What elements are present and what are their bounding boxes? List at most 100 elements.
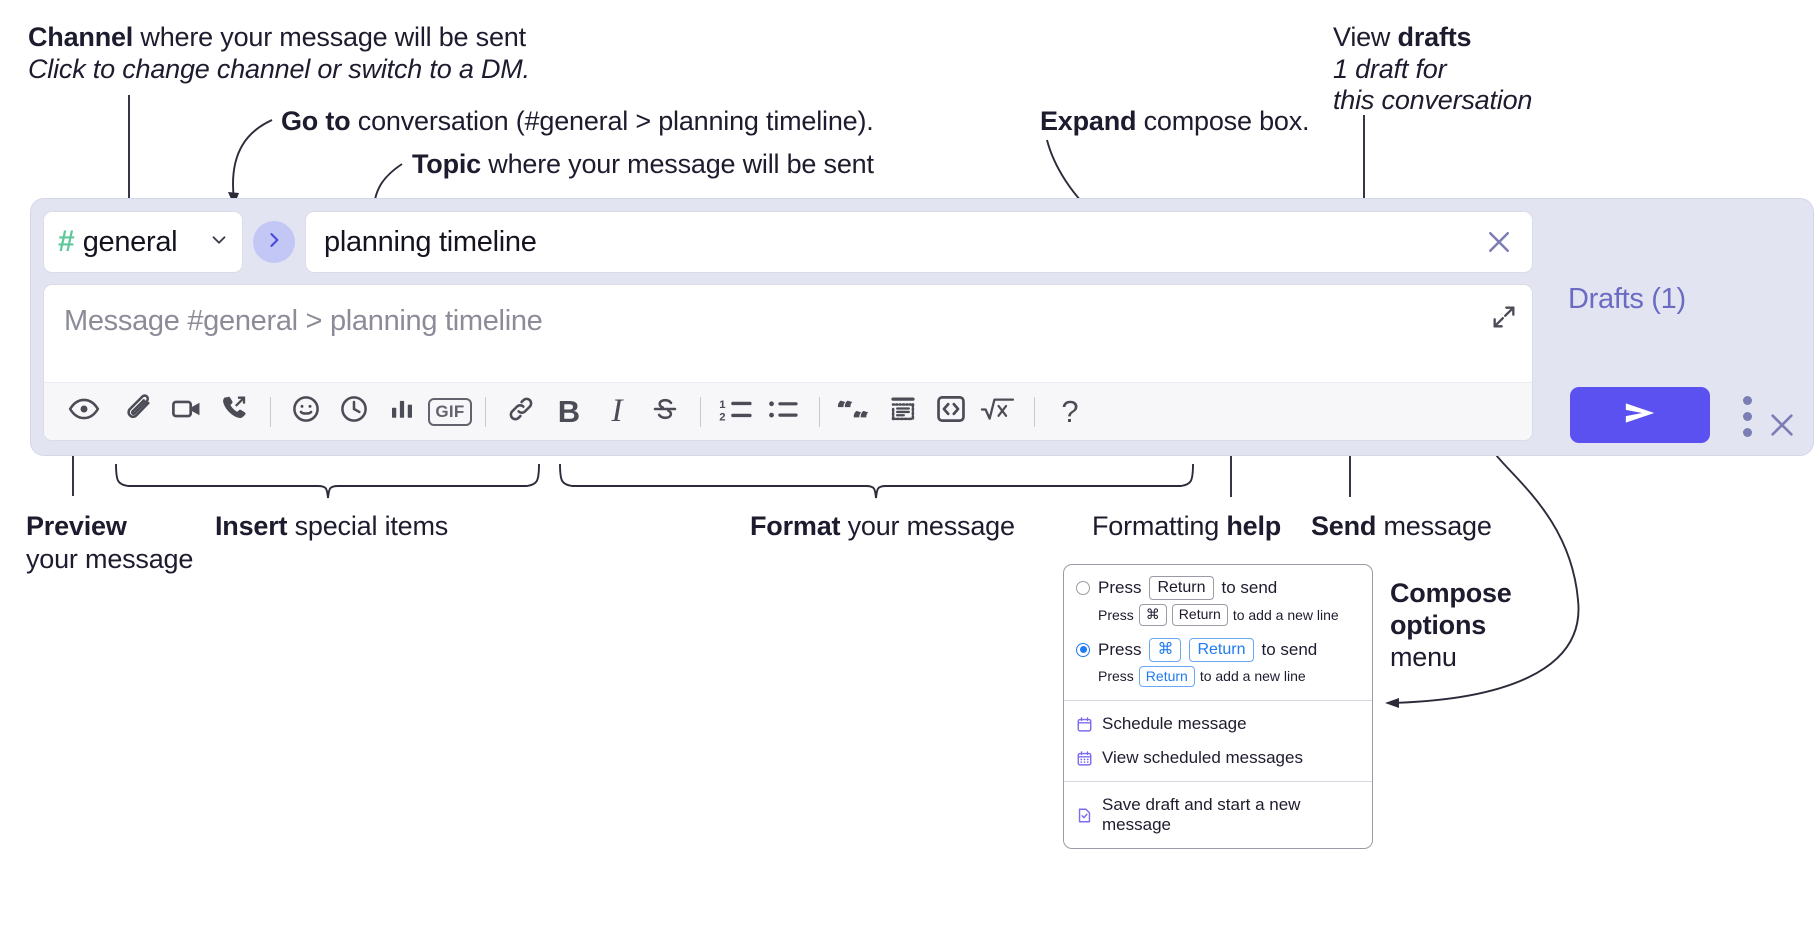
radio-unselected-icon[interactable] (1076, 581, 1090, 595)
message-input[interactable]: Message #general > planning timeline (44, 285, 1532, 382)
bulleted-list-button[interactable] (760, 390, 808, 434)
latex-button[interactable] (975, 390, 1023, 434)
kebab-dot (1742, 395, 1752, 405)
calendar-grid-icon (1076, 750, 1093, 767)
annotation-drafts-lead: View (1333, 22, 1398, 52)
annotation-topic: Topic where your message will be sent (412, 149, 874, 181)
menu-item-label: View scheduled messages (1102, 748, 1303, 767)
annotation-channel-line1: Channel where your message will be sent (28, 22, 526, 54)
annotation-topic-bold: Topic (412, 149, 481, 179)
option-sub-press-cmd-return-newline: Press ⌘ Return to add a new line (1064, 601, 1372, 629)
annotation-format: Format your message (750, 511, 1015, 543)
square-root-x-icon (980, 393, 1018, 430)
topic-field[interactable]: planning timeline (305, 211, 1533, 273)
key-return: Return (1138, 665, 1195, 687)
hash-icon: # (58, 225, 75, 258)
bold-button[interactable]: B (545, 390, 593, 434)
menu-item-view-scheduled-messages[interactable]: View scheduled messages (1064, 741, 1372, 775)
bulleted-list-icon (767, 394, 801, 429)
annotation-preview-rest: your message (26, 544, 194, 574)
blockquote-button[interactable] (831, 390, 879, 434)
annotation-compose-bold1: Compose (1390, 578, 1512, 608)
schedule-section: Schedule message View scheduled messages (1064, 701, 1372, 781)
bar-chart-icon (387, 394, 417, 429)
drafts-link[interactable]: Drafts (1) (1568, 283, 1686, 315)
inline-code-button[interactable] (927, 390, 975, 434)
record-video-clip-button[interactable] (163, 390, 211, 434)
attach-file-button[interactable] (115, 390, 163, 434)
message-placeholder: Message #general > planning timeline (64, 305, 543, 337)
schedule-send-button[interactable] (330, 390, 378, 434)
option-sub-press-return-newline: Press Return to add a new line (1064, 663, 1372, 691)
formatting-help-button[interactable]: ? (1046, 390, 1094, 434)
close-panel-button[interactable] (1766, 409, 1798, 446)
annotation-send-bold: Send (1311, 511, 1377, 541)
key-return: Return (1189, 637, 1254, 662)
sub-label-newline: to add a new line (1199, 668, 1306, 685)
channel-selector[interactable]: # general (43, 211, 243, 273)
strikethrough-button[interactable] (641, 390, 689, 434)
chevron-down-icon (208, 229, 230, 256)
topic-value: planning timeline (324, 225, 537, 258)
option-press-return-to-send[interactable]: Press Return to send (1064, 575, 1372, 601)
message-box: Message #general > planning timeline (43, 284, 1533, 441)
send-message-button[interactable] (1570, 387, 1710, 443)
annotation-preview-line1: Preview (26, 511, 127, 543)
annotation-format-rest: your message (840, 511, 1015, 541)
insert-gif-button[interactable]: GIF (426, 390, 474, 434)
annotation-help-bold: help (1226, 511, 1282, 541)
annotation-compose-options-line1: Compose (1390, 578, 1512, 610)
expand-arrows-icon[interactable] (1490, 303, 1518, 336)
key-command: ⌘ (1138, 604, 1167, 626)
calendar-icon (1076, 716, 1093, 733)
annotation-goto-bold: Go to (281, 106, 351, 136)
send-shortcut-options: Press Return to send Press ⌘ Return to a… (1064, 565, 1372, 700)
send-paper-plane-icon (1617, 396, 1663, 435)
start-huddle-button[interactable] (211, 390, 259, 434)
menu-item-schedule-message[interactable]: Schedule message (1064, 707, 1372, 741)
preview-message-button[interactable] (60, 390, 108, 434)
compose-panel: # general planning timeline (30, 198, 1814, 456)
italic-button[interactable]: I (593, 390, 641, 434)
close-icon[interactable] (1480, 223, 1518, 261)
annotation-insert-bold: Insert (215, 511, 288, 541)
radio-selected-icon[interactable] (1076, 642, 1090, 657)
insert-link-button[interactable] (497, 390, 545, 434)
ordered-list-button[interactable]: 1 2 (712, 390, 760, 434)
annotation-compose-options-line3: menu (1390, 642, 1457, 674)
annotation-drafts-bold: drafts (1397, 22, 1472, 52)
question-mark-icon: ? (1061, 393, 1079, 429)
annotation-preview-bold: Preview (26, 511, 127, 541)
toolbar-divider (700, 396, 701, 427)
compose-options-menu-button[interactable] (1733, 391, 1761, 441)
annotation-expand-rest: compose box. (1136, 106, 1310, 136)
svg-text:1: 1 (719, 399, 726, 411)
code-block-button[interactable] (879, 390, 927, 434)
paperclip-icon (123, 393, 155, 430)
italic-icon: I (611, 393, 623, 429)
annotation-drafts-italic2: this conversation (1333, 85, 1533, 115)
gif-icon: GIF (428, 397, 472, 426)
kebab-dot (1742, 411, 1752, 421)
eye-icon (68, 393, 100, 430)
option-press-cmd-return-to-send[interactable]: Press ⌘ Return to send (1064, 637, 1372, 663)
option-label-press: Press (1098, 578, 1142, 597)
annotation-drafts-line2: 1 draft for (1333, 54, 1447, 86)
menu-item-save-draft[interactable]: Save draft and start a new message (1064, 788, 1372, 842)
emoji-button[interactable] (282, 390, 330, 434)
annotation-send: Send message (1311, 511, 1492, 543)
annotation-goto-rest: conversation (#general > planning timeli… (350, 106, 874, 136)
annotation-channel-line2: Click to change channel or switch to a D… (28, 54, 530, 86)
smiley-icon (290, 393, 322, 430)
annotation-compose-rest: menu (1390, 642, 1457, 672)
create-poll-button[interactable] (378, 390, 426, 434)
menu-item-label: Schedule message (1102, 714, 1247, 733)
goto-conversation-button[interactable] (253, 221, 295, 263)
sub-label-press: Press (1098, 606, 1134, 623)
annotation-compose-options-line2: options (1390, 610, 1486, 642)
annotation-send-rest: message (1376, 511, 1492, 541)
compose-header-row: # general planning timeline (43, 211, 1533, 273)
annotation-help-lead: Formatting (1092, 511, 1227, 541)
annotation-insert: Insert special items (215, 511, 448, 543)
document-check-icon (1076, 807, 1093, 824)
